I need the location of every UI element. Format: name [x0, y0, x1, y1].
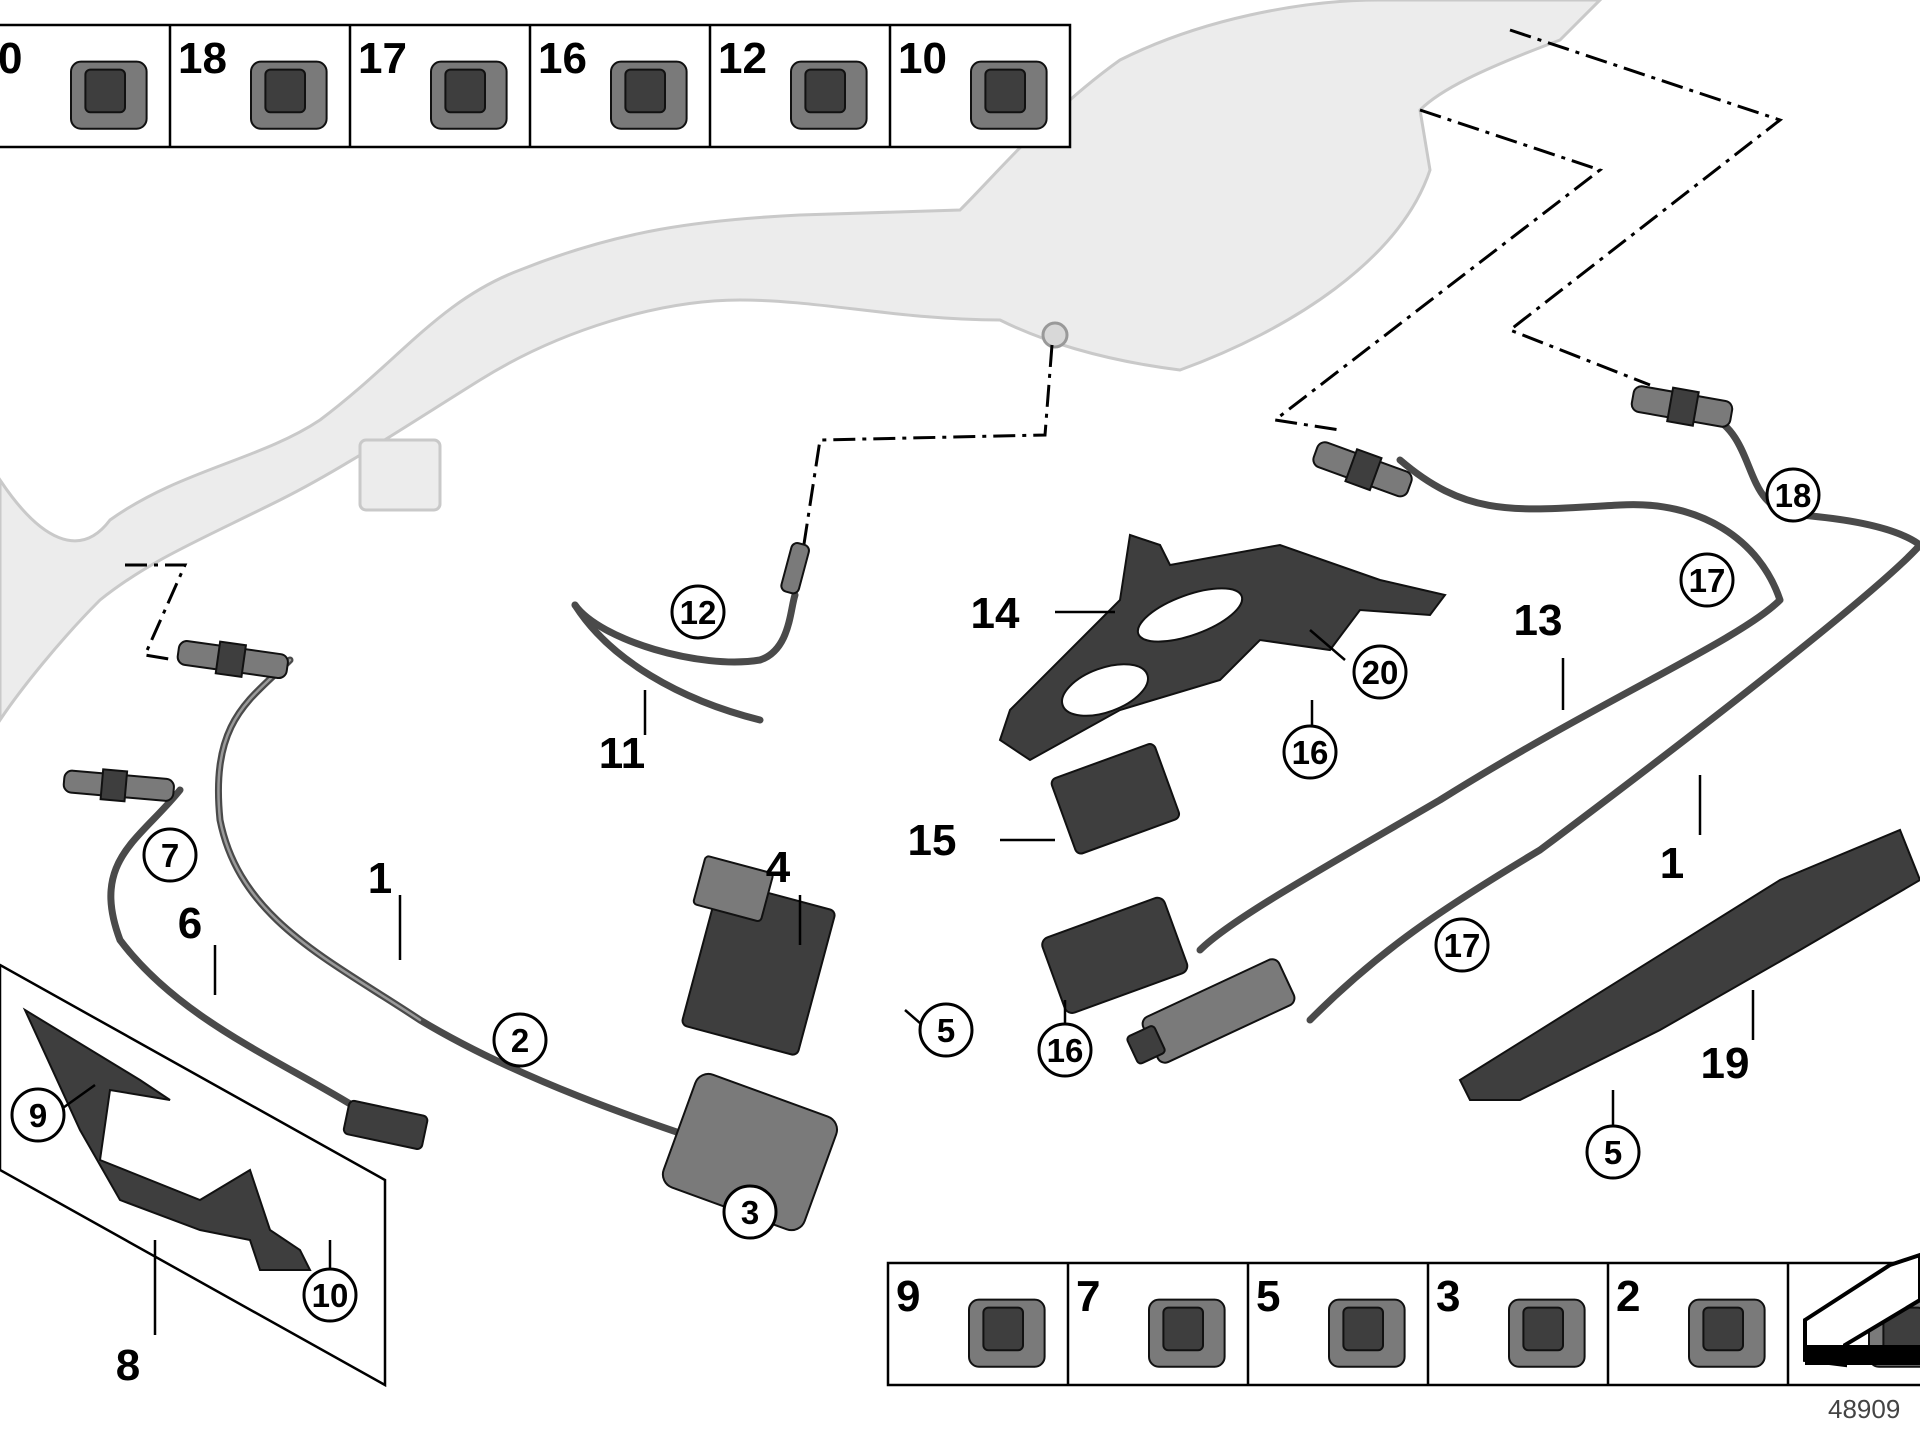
bottom-number: 3 — [1436, 1272, 1460, 1321]
lambda-sensor-1 — [176, 640, 289, 680]
callout-c9: 9 — [10, 1087, 66, 1143]
lambda-sensor-3 — [780, 542, 810, 595]
direction-arrow-icon — [1803, 1252, 1920, 1368]
routing-lines — [125, 28, 1784, 662]
callout-c5b: 5 — [1585, 1124, 1641, 1180]
top-cell-1: 18 — [168, 25, 328, 147]
inset-bracket — [22, 1007, 312, 1271]
top-cell-2: 17 — [348, 25, 508, 147]
callout-number: 10 — [312, 1277, 349, 1314]
label-l15: 15 — [908, 816, 957, 865]
callout-number: 9 — [29, 1097, 47, 1134]
top-cell-5: 10 — [888, 25, 1048, 147]
top-parts-strip: 0 18 17 16 12 10 — [0, 23, 1072, 149]
sensor-cables — [107, 411, 1920, 1204]
label-l4: 4 — [766, 843, 791, 892]
oxygen-sensors — [62, 385, 1734, 803]
bottom-cell-3: 3 — [1426, 1263, 1586, 1385]
callout-number: 17 — [1444, 927, 1481, 964]
label-l1a: 1 — [368, 854, 392, 903]
top-number: 12 — [718, 34, 767, 83]
callout-number: 5 — [937, 1012, 955, 1049]
callout-c20: 20 — [1352, 644, 1408, 700]
callout-c10: 10 — [302, 1267, 358, 1323]
callout-c18: 18 — [1765, 467, 1821, 523]
exhaust-assembly — [0, 0, 1603, 723]
bottom-parts-strip: 9 7 5 3 2 — [886, 1261, 1920, 1387]
callout-number: 17 — [1689, 562, 1726, 599]
holder-4 — [681, 855, 836, 1056]
connector-6 — [342, 1099, 429, 1150]
connector-13 — [1126, 958, 1296, 1065]
lambda-sensor-2 — [62, 768, 175, 803]
bottom-number: 9 — [896, 1272, 920, 1321]
callout-number: 2 — [511, 1022, 529, 1059]
label-l13: 13 — [1514, 596, 1563, 645]
callout-c17a: 17 — [1679, 552, 1735, 608]
callout-c17b: 17 — [1434, 917, 1490, 973]
callout-c16b: 16 — [1037, 1022, 1093, 1078]
control-unit-16 — [1041, 896, 1189, 1014]
callout-number: 5 — [1604, 1134, 1622, 1171]
label-l19: 19 — [1701, 1039, 1750, 1088]
top-number: 0 — [0, 34, 22, 83]
pipe-bracket — [358, 438, 442, 512]
cable-duct-19 — [1458, 828, 1920, 1101]
bottom-cell-4: 2 — [1606, 1263, 1766, 1385]
callout-number: 7 — [161, 837, 179, 874]
top-number: 17 — [358, 34, 407, 83]
callout-c7: 7 — [142, 827, 198, 883]
callout-number: 18 — [1775, 477, 1812, 514]
callout-number: 16 — [1047, 1032, 1084, 1069]
callout-c12: 12 — [670, 584, 726, 640]
callout-number: 3 — [741, 1194, 759, 1231]
top-cell-4: 12 — [708, 25, 868, 147]
lambda-sensor-5 — [1630, 385, 1734, 428]
top-number: 18 — [178, 34, 227, 83]
label-l8: 8 — [116, 1341, 140, 1390]
callout-c2: 2 — [492, 1012, 548, 1068]
connectors — [342, 743, 1296, 1232]
label-l6: 6 — [178, 899, 202, 948]
callout-c3: 3 — [722, 1184, 778, 1240]
sensor-port — [1041, 321, 1069, 349]
callout-number: 16 — [1292, 734, 1329, 771]
top-cell-3: 16 — [528, 25, 688, 147]
reference-number: 48909 — [1828, 1394, 1900, 1424]
lambda-sensor-4 — [1312, 441, 1413, 498]
top-number: 10 — [898, 34, 947, 83]
bottom-cell-0: 9 — [896, 1272, 1046, 1368]
callout-number: 12 — [680, 594, 717, 631]
callout-c5a: 5 — [918, 1002, 974, 1058]
label-l11: 11 — [599, 729, 646, 778]
top-number: 16 — [538, 34, 587, 83]
callout-c16a: 16 — [1282, 724, 1338, 780]
bottom-number: 2 — [1616, 1272, 1640, 1321]
top-cell-0: 0 — [0, 34, 148, 130]
bottom-number: 7 — [1076, 1272, 1100, 1321]
bottom-cell-2: 5 — [1246, 1263, 1406, 1385]
holder-15 — [1050, 743, 1181, 855]
callout-number: 20 — [1362, 654, 1399, 691]
bottom-cell-1: 7 — [1066, 1263, 1226, 1385]
label-l14: 14 — [971, 589, 1020, 638]
label-l1b: 1 — [1660, 839, 1684, 888]
bottom-number: 5 — [1256, 1272, 1280, 1321]
